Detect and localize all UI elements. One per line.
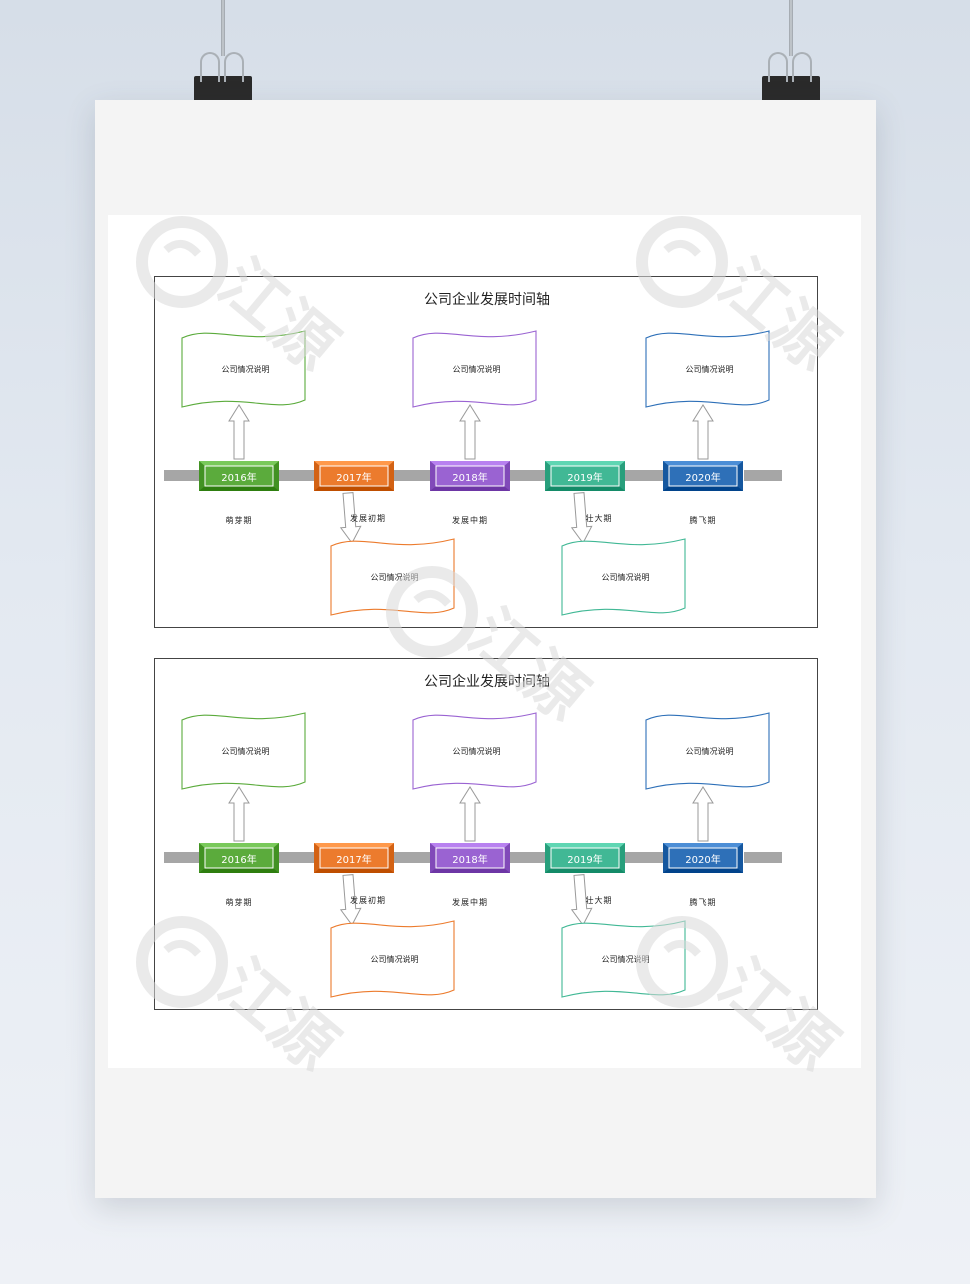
note-box: [645, 330, 770, 408]
note-text: 公司情况说明: [371, 572, 419, 582]
stage-label: 壮大期: [586, 895, 613, 905]
year-label: 2017年: [336, 471, 371, 484]
note-box: [181, 330, 306, 408]
timeline-bar-segment: [744, 470, 782, 481]
stage-label: 发展初期: [350, 513, 386, 523]
panel-title: 公司企业发展时间轴: [424, 291, 550, 308]
stage-label: 腾飞期: [690, 515, 717, 525]
note-box: [412, 712, 537, 790]
year-label: 2018年: [452, 853, 487, 866]
connector-arrow: [692, 786, 714, 842]
stage-label: 腾飞期: [690, 897, 717, 907]
stage-label: 壮大期: [586, 513, 613, 523]
year-label: 2019年: [567, 853, 602, 866]
year-label: 2019年: [567, 471, 602, 484]
connector-arrow: [570, 874, 593, 926]
stage-label: 萌芽期: [226, 515, 253, 525]
connector-arrow: [339, 492, 362, 544]
timeline-diagram-1: 公司企业发展时间轴2016年公司情况说明萌芽期2017年公司情况说明发展初期20…: [164, 291, 782, 616]
hanger-wire-right: [789, 0, 793, 56]
year-label: 2020年: [685, 471, 720, 484]
connector-arrow: [459, 786, 481, 842]
timeline-bar-segment: [279, 470, 314, 481]
timeline-bar-segment: [393, 470, 430, 481]
year-label: 2016年: [221, 853, 256, 866]
timeline-bar-segment: [164, 470, 199, 481]
year-label: 2018年: [452, 471, 487, 484]
stage-label: 发展中期: [452, 515, 488, 525]
note-text: 公司情况说明: [371, 954, 419, 964]
note-text: 公司情况说明: [686, 364, 734, 374]
note-text: 公司情况说明: [453, 746, 501, 756]
note-text: 公司情况说明: [602, 954, 650, 964]
note-box: [645, 712, 770, 790]
note-text: 公司情况说明: [222, 364, 270, 374]
timeline-diagram-2: 公司企业发展时间轴2016年公司情况说明萌芽期2017年公司情况说明发展初期20…: [164, 673, 782, 998]
note-box: [561, 538, 686, 616]
note-box: [181, 712, 306, 790]
panel-title: 公司企业发展时间轴: [424, 673, 550, 690]
year-label: 2020年: [685, 853, 720, 866]
timeline-bar-segment: [164, 852, 199, 863]
stage-label: 萌芽期: [226, 897, 253, 907]
connector-arrow: [228, 404, 250, 460]
hanger-wire-left: [221, 0, 225, 56]
timeline-bar-segment: [279, 852, 314, 863]
connector-arrow: [459, 404, 481, 460]
connector-arrow: [570, 492, 593, 544]
year-label: 2016年: [221, 471, 256, 484]
note-text: 公司情况说明: [222, 746, 270, 756]
stage-label: 发展初期: [350, 895, 386, 905]
connector-arrow: [228, 786, 250, 842]
connector-arrow: [339, 874, 362, 926]
timeline-bar-segment: [625, 470, 663, 481]
note-text: 公司情况说明: [602, 572, 650, 582]
timeline-bar-segment: [510, 470, 545, 481]
connector-arrow: [692, 404, 714, 460]
note-text: 公司情况说明: [453, 364, 501, 374]
timeline-bar-segment: [510, 852, 545, 863]
year-label: 2017年: [336, 853, 371, 866]
timeline-bar-segment: [744, 852, 782, 863]
note-text: 公司情况说明: [686, 746, 734, 756]
note-box: [330, 920, 455, 998]
note-box: [412, 330, 537, 408]
stage-label: 发展中期: [452, 897, 488, 907]
timeline-bar-segment: [625, 852, 663, 863]
timeline-bar-segment: [393, 852, 430, 863]
